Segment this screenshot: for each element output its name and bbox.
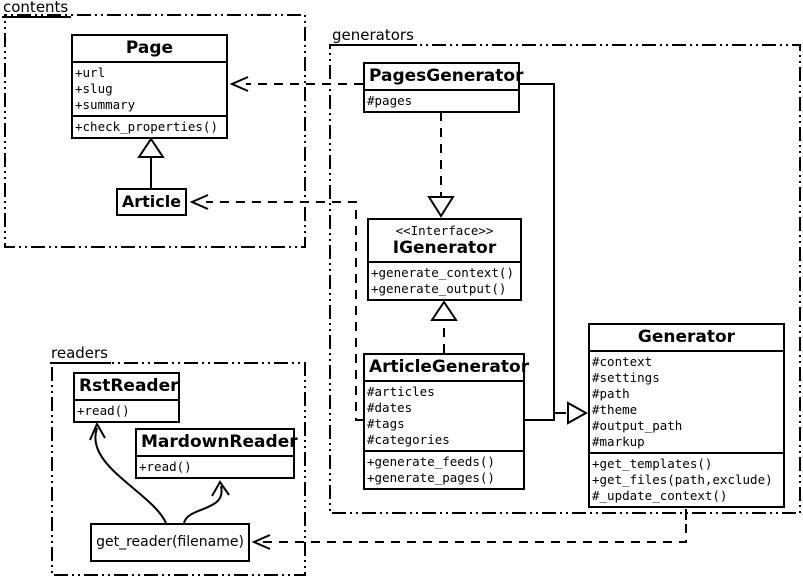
class-generator-methods: +get_templates() +get_files(path,exclude… bbox=[590, 452, 783, 506]
class-pagesgenerator-title: PagesGenerator bbox=[369, 66, 524, 86]
class-page: Page +url +slug +summary +check_properti… bbox=[71, 34, 228, 139]
attribute: #context bbox=[592, 354, 653, 369]
method: +check_properties() bbox=[75, 119, 218, 134]
attribute: #tags bbox=[367, 416, 405, 431]
method: +get_files(path,exclude) bbox=[592, 472, 773, 487]
class-pagesgenerator: PagesGenerator #pages bbox=[363, 62, 524, 113]
class-generator-title: Generator bbox=[637, 327, 736, 347]
class-igenerator-title: IGenerator bbox=[392, 238, 497, 258]
class-articlegenerator-attributes: #articles #dates #tags #categories bbox=[365, 380, 523, 450]
arrow-getreader-to-markdownreader bbox=[183, 480, 230, 524]
method: +get_templates() bbox=[592, 456, 713, 471]
attribute: #pages bbox=[367, 93, 413, 108]
method: +generate_context() bbox=[371, 265, 514, 280]
realization-articlegenerator-to-igenerator bbox=[430, 300, 458, 353]
package-label-generators: generators bbox=[331, 28, 417, 46]
attribute: #markup bbox=[592, 434, 645, 449]
method: +read() bbox=[139, 459, 192, 474]
class-article-title: Article bbox=[121, 192, 182, 211]
class-markdownreader-methods: +read() bbox=[137, 455, 293, 477]
class-generator-attributes: #context #settings #path #theme #output_… bbox=[590, 350, 783, 452]
generalization-to-generator bbox=[520, 83, 589, 425]
class-markdownreader: MardownReader +read() bbox=[135, 428, 298, 479]
class-markdownreader-title: MardownReader bbox=[141, 432, 298, 452]
class-page-attributes: +url +slug +summary bbox=[73, 61, 226, 115]
class-article: Article bbox=[116, 188, 187, 216]
attribute: #output_path bbox=[592, 418, 683, 433]
class-articlegenerator-methods: +generate_feeds() +generate_pages() bbox=[365, 450, 523, 488]
class-page-title: Page bbox=[125, 38, 174, 58]
class-rstreader-title: RstReader bbox=[79, 376, 179, 396]
generalization-article-to-page bbox=[137, 137, 165, 188]
attribute: #theme bbox=[592, 402, 638, 417]
attribute: #articles bbox=[367, 384, 435, 399]
class-igenerator-header: <<Interface>> IGenerator bbox=[369, 220, 520, 261]
dependency-generator-to-getreader bbox=[251, 509, 687, 550]
dependency-articlegenerator-to-article bbox=[189, 194, 363, 421]
package-label-readers: readers bbox=[50, 346, 111, 364]
attribute: +url bbox=[75, 65, 106, 80]
function-get-reader: get_reader(filename) bbox=[90, 523, 250, 562]
attribute: #settings bbox=[592, 370, 660, 385]
class-page-methods: +check_properties() bbox=[73, 115, 226, 137]
method: #_update_context() bbox=[592, 488, 728, 503]
class-articlegenerator: ArticleGenerator #articles #dates #tags … bbox=[363, 353, 530, 490]
attribute: #dates bbox=[367, 400, 413, 415]
attribute: #categories bbox=[367, 432, 450, 447]
class-rstreader-methods: +read() bbox=[75, 399, 178, 421]
package-label-contents: contents bbox=[2, 0, 72, 18]
method: +generate_output() bbox=[371, 281, 507, 296]
class-rstreader: RstReader +read() bbox=[73, 372, 180, 423]
class-igenerator-methods: +generate_context() +generate_output() bbox=[369, 261, 520, 299]
method: +read() bbox=[77, 403, 130, 418]
class-pagesgenerator-attributes: #pages bbox=[365, 89, 518, 111]
method: +generate_feeds() bbox=[367, 454, 495, 469]
attribute: +slug bbox=[75, 81, 113, 96]
attribute: #path bbox=[592, 386, 630, 401]
class-igenerator-stereotype: <<Interface>> bbox=[395, 223, 494, 238]
class-igenerator: <<Interface>> IGenerator +generate_conte… bbox=[367, 218, 522, 301]
dependency-pagesgenerator-to-page bbox=[229, 76, 363, 92]
class-generator: Generator #context #settings #path #them… bbox=[588, 323, 785, 508]
realization-pagesgenerator-to-igenerator bbox=[427, 112, 455, 218]
method: +generate_pages() bbox=[367, 470, 495, 485]
attribute: +summary bbox=[75, 97, 136, 112]
class-articlegenerator-title: ArticleGenerator bbox=[369, 357, 530, 377]
